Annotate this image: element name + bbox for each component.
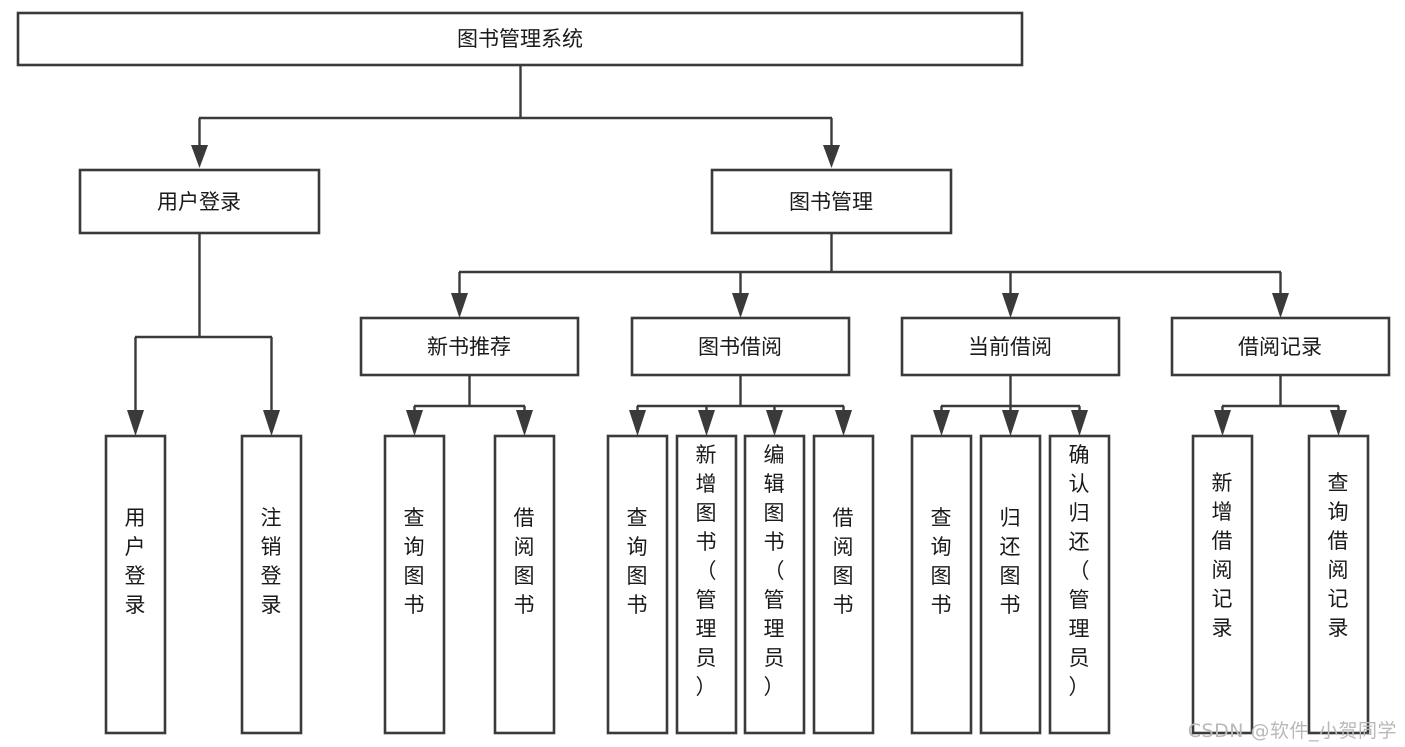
node-leaf-confirm-return-label: 确认归还（管理员） — [1069, 443, 1090, 699]
node-book-manage[interactable]: 图书管理 — [710, 168, 953, 235]
node-leaf-add-record-label: 新增借阅记录 — [1212, 471, 1233, 640]
node-borrow-record[interactable]: 借阅记录 — [1170, 316, 1391, 377]
node-leaf-user-login-box[interactable] — [104, 434, 167, 735]
node-leaf-add-record[interactable]: 新增借阅记录 — [1191, 434, 1254, 735]
node-book-borrow-label: 图书借阅 — [698, 335, 782, 359]
node-leaf-user-logout[interactable]: 注销登录 — [240, 434, 303, 735]
connector-group-borrow-record — [1214, 375, 1347, 436]
node-leaf-borrow-book-1[interactable]: 借阅图书 — [493, 434, 556, 735]
connector-group-current-borrow — [933, 375, 1088, 436]
node-root[interactable]: 图书管理系统 — [16, 11, 1024, 67]
node-leaf-query-record[interactable]: 查询借阅记录 — [1307, 434, 1370, 735]
arrow-head-leaf-query-book-1 — [406, 410, 423, 436]
connector-group-user-login — [127, 233, 280, 436]
node-book-borrow-box[interactable] — [630, 316, 851, 377]
node-book-manage-label: 图书管理 — [789, 190, 873, 214]
node-leaf-return-book[interactable]: 归还图书 — [979, 434, 1042, 735]
node-new-book-recommend[interactable]: 新书推荐 — [359, 316, 580, 377]
arrow-head-leaf-user-logout — [263, 410, 280, 436]
node-leaf-return-book-box[interactable] — [979, 434, 1042, 735]
arrow-head-borrow-record — [1272, 293, 1289, 318]
node-leaf-add-book-box[interactable] — [675, 434, 738, 735]
node-root-box[interactable] — [16, 11, 1024, 67]
node-current-borrow[interactable]: 当前借阅 — [900, 316, 1121, 377]
node-leaf-edit-book-label: 编辑图书（管理员） — [764, 443, 785, 699]
node-leaf-query-record-box[interactable] — [1307, 434, 1370, 735]
node-leaf-borrow-book-1-label: 借阅图书 — [514, 506, 535, 617]
arrow-head-leaf-edit-book — [766, 410, 783, 436]
node-leaf-query-book-3-label: 查询图书 — [931, 506, 952, 617]
arrow-head-leaf-add-book — [698, 410, 715, 436]
node-leaf-user-login-label: 用户登录 — [125, 506, 146, 617]
node-leaf-user-logout-box[interactable] — [240, 434, 303, 735]
node-leaf-borrow-book-2-label: 借阅图书 — [833, 506, 854, 617]
arrow-head-leaf-confirm-return — [1071, 410, 1088, 436]
node-leaf-query-book-1-box[interactable] — [383, 434, 446, 735]
node-leaf-query-book-1[interactable]: 查询图书 — [383, 434, 446, 735]
node-root-label: 图书管理系统 — [457, 27, 583, 51]
node-leaf-query-record-label: 查询借阅记录 — [1328, 471, 1349, 640]
node-leaf-add-record-box[interactable] — [1191, 434, 1254, 735]
arrow-head-leaf-add-record — [1214, 410, 1231, 436]
arrow-head-leaf-query-book-2 — [629, 410, 646, 436]
node-borrow-record-box[interactable] — [1170, 316, 1391, 377]
arrow-head-user-login — [191, 145, 208, 168]
arrow-head-leaf-user-login — [127, 410, 144, 436]
node-leaf-query-book-2[interactable]: 查询图书 — [606, 434, 669, 735]
node-leaf-borrow-book-1-box[interactable] — [493, 434, 556, 735]
connector-group-book-borrow — [629, 375, 852, 436]
arrow-head-leaf-borrow-book-2 — [835, 410, 852, 436]
node-new-book-recommend-box[interactable] — [359, 316, 580, 377]
node-leaf-user-logout-label: 注销登录 — [261, 506, 282, 617]
node-leaf-query-book-3[interactable]: 查询图书 — [910, 434, 973, 735]
arrow-head-leaf-borrow-book-1 — [516, 410, 533, 436]
node-leaf-query-book-2-label: 查询图书 — [627, 506, 648, 617]
arrow-head-book-manage — [823, 145, 840, 168]
connector-group-root — [191, 65, 840, 168]
arrow-head-book-borrow — [732, 293, 749, 318]
node-leaf-query-book-2-box[interactable] — [606, 434, 669, 735]
arrow-head-leaf-query-book-3 — [933, 410, 950, 436]
node-leaf-edit-book-box[interactable] — [743, 434, 806, 735]
node-user-login-label: 用户登录 — [157, 190, 241, 214]
arrow-head-leaf-query-record — [1330, 410, 1347, 436]
arrow-head-leaf-return-book — [1002, 410, 1019, 436]
node-user-login-box[interactable] — [78, 168, 321, 235]
node-leaf-return-book-label: 归还图书 — [1000, 506, 1021, 617]
node-current-borrow-box[interactable] — [900, 316, 1121, 377]
node-leaf-add-book[interactable]: 新增图书（管理员） — [675, 434, 738, 735]
node-leaf-edit-book[interactable]: 编辑图书（管理员） — [743, 434, 806, 735]
node-book-borrow[interactable]: 图书借阅 — [630, 316, 851, 377]
node-leaf-confirm-return[interactable]: 确认归还（管理员） — [1048, 434, 1111, 735]
node-leaf-borrow-book-2[interactable]: 借阅图书 — [812, 434, 875, 735]
node-current-borrow-label: 当前借阅 — [968, 335, 1052, 359]
node-leaf-borrow-book-2-box[interactable] — [812, 434, 875, 735]
node-borrow-record-label: 借阅记录 — [1238, 335, 1322, 359]
connector-group-new-book-recommend — [406, 375, 533, 436]
node-user-login[interactable]: 用户登录 — [78, 168, 321, 235]
node-leaf-confirm-return-box[interactable] — [1048, 434, 1111, 735]
node-leaf-query-book-3-box[interactable] — [910, 434, 973, 735]
node-leaf-user-login[interactable]: 用户登录 — [104, 434, 167, 735]
node-book-manage-box[interactable] — [710, 168, 953, 235]
node-new-book-recommend-label: 新书推荐 — [427, 335, 511, 359]
node-leaf-query-book-1-label: 查询图书 — [404, 506, 425, 617]
arrow-head-current-borrow — [1002, 293, 1019, 318]
arrow-head-new-book-recommend — [451, 293, 468, 318]
node-leaf-add-book-label: 新增图书（管理员） — [696, 443, 717, 699]
connector-group-book-manage — [451, 233, 1289, 318]
